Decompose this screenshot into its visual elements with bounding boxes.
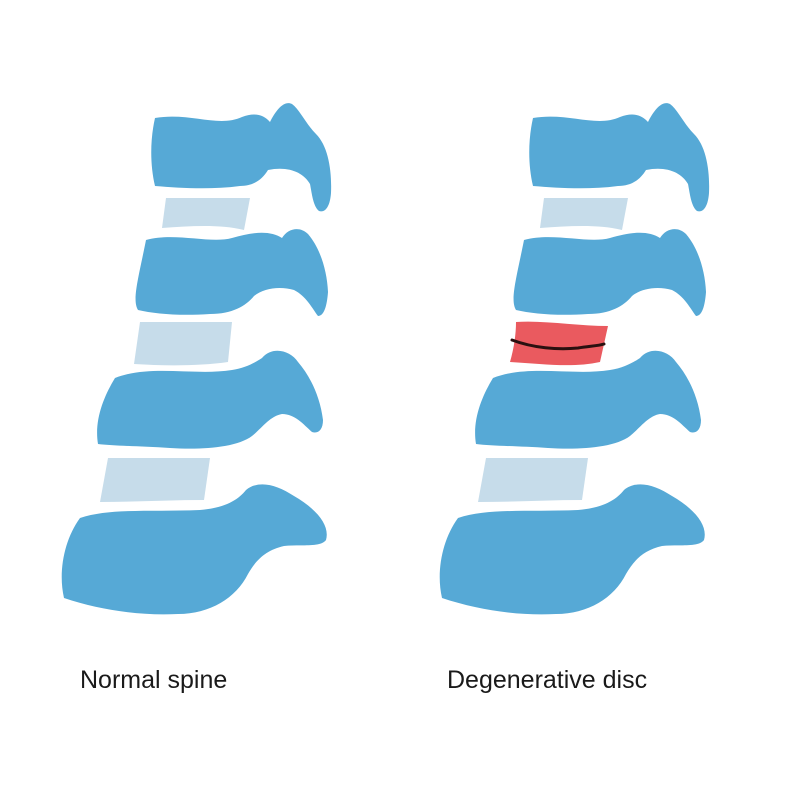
degenerative-disc-label: Degenerative disc [447, 666, 648, 694]
degenerated-disc [510, 321, 608, 366]
intervertebral-disc [100, 458, 210, 502]
vertebra [529, 103, 710, 212]
disc-crack [510, 338, 606, 351]
vertebra [513, 229, 706, 316]
intervertebral-disc [134, 322, 232, 366]
vertebra [135, 229, 328, 316]
normal-spine-illustration [61, 103, 332, 615]
vertebra [151, 103, 332, 212]
degenerative-spine-illustration [439, 103, 710, 615]
vertebra [61, 484, 327, 615]
vertebra [97, 350, 324, 449]
vertebra [439, 484, 705, 615]
vertebra [475, 350, 701, 449]
intervertebral-disc [478, 458, 588, 502]
intervertebral-disc [540, 198, 628, 230]
normal-spine-label: Normal spine [80, 666, 228, 694]
intervertebral-disc [162, 198, 250, 230]
